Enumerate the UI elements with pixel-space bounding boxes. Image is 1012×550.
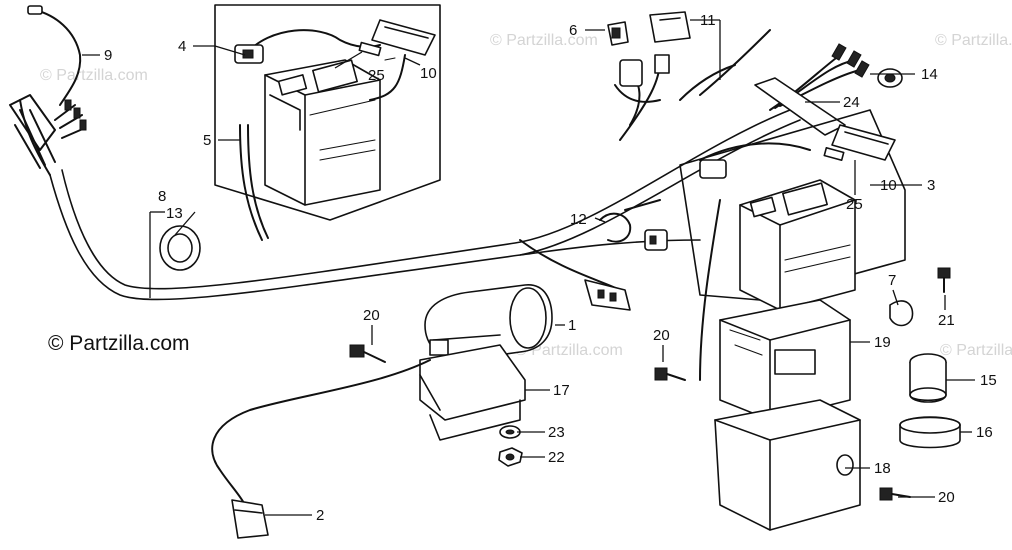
- part-17-bracket: [419, 344, 526, 441]
- callout-15: 15: [980, 372, 997, 389]
- part-7-clip: [889, 300, 914, 327]
- callout-1: 1: [568, 317, 576, 334]
- part-2-plug-cap: [211, 359, 431, 539]
- callout-17: 17: [553, 382, 570, 399]
- callout-8: 8: [158, 188, 166, 205]
- part-16-band: [899, 416, 961, 449]
- callout-16: 16: [976, 424, 993, 441]
- part-19-regulator: [719, 299, 851, 421]
- callout-6: 6: [569, 22, 577, 39]
- callout-25-right: 25: [846, 196, 863, 213]
- callout-13: 13: [166, 205, 183, 222]
- part-20-bolt-right: [879, 487, 911, 501]
- callout-10-right: 10: [880, 177, 897, 194]
- leader-lines: [82, 19, 975, 516]
- watermark-2: © Partzilla.com: [935, 32, 1012, 49]
- watermark-5: © Partzilla.com: [940, 342, 1012, 359]
- callout-21: 21: [938, 312, 955, 329]
- callout-18: 18: [874, 460, 891, 477]
- inset-battery: [264, 59, 381, 206]
- callout-20-right: 20: [938, 489, 955, 506]
- callout-20-mid: 20: [653, 327, 670, 344]
- callout-22: 22: [548, 449, 565, 466]
- callout-2: 2: [316, 507, 324, 524]
- part-15-rubber: [909, 353, 947, 403]
- callout-4: 4: [178, 38, 186, 55]
- part-12-clamp: [599, 199, 668, 251]
- part-3-battery-box: [679, 109, 906, 311]
- part-24-band: [754, 77, 846, 136]
- callout-11: 11: [700, 12, 716, 29]
- callout-labels: 9 4 5 8 13 25 10 6 11 14 24 10 3 25 12 1…: [104, 12, 997, 524]
- part-13-grommet: [159, 225, 201, 271]
- part-22-nut: [498, 447, 523, 467]
- callout-25-left: 25: [368, 67, 385, 84]
- part-11-relay: [614, 11, 691, 103]
- callout-20-left: 20: [363, 307, 380, 324]
- callout-12: 12: [570, 211, 587, 228]
- part-23-washer: [499, 425, 521, 439]
- battery-inset: [214, 4, 441, 221]
- callout-24: 24: [843, 94, 860, 111]
- part-5-tube: [239, 124, 269, 241]
- callout-7: 7: [888, 272, 896, 289]
- watermark-3: © Partzilla.com: [40, 67, 148, 84]
- main-connector: [584, 279, 631, 311]
- callout-10-left: 10: [420, 65, 437, 82]
- callout-23: 23: [548, 424, 565, 441]
- callout-14: 14: [921, 66, 938, 83]
- part-6-connector: [607, 21, 629, 46]
- callout-19: 19: [874, 334, 891, 351]
- callout-3: 3: [927, 177, 935, 194]
- partzilla-logo: © Partzilla.com: [48, 332, 190, 355]
- part-20-bolt-left: [349, 344, 386, 363]
- part-20-bolt-mid: [654, 367, 686, 381]
- part-18-cover: [714, 399, 861, 531]
- part-21-screw: [937, 267, 951, 293]
- watermark-4: © Partzilla.com: [515, 342, 623, 359]
- watermark-1: © Partzilla.com: [490, 32, 598, 49]
- callout-5: 5: [203, 132, 211, 149]
- part-14-grommet: [877, 68, 903, 88]
- part-1-ignition-coil: [424, 284, 553, 361]
- callout-9: 9: [104, 47, 112, 64]
